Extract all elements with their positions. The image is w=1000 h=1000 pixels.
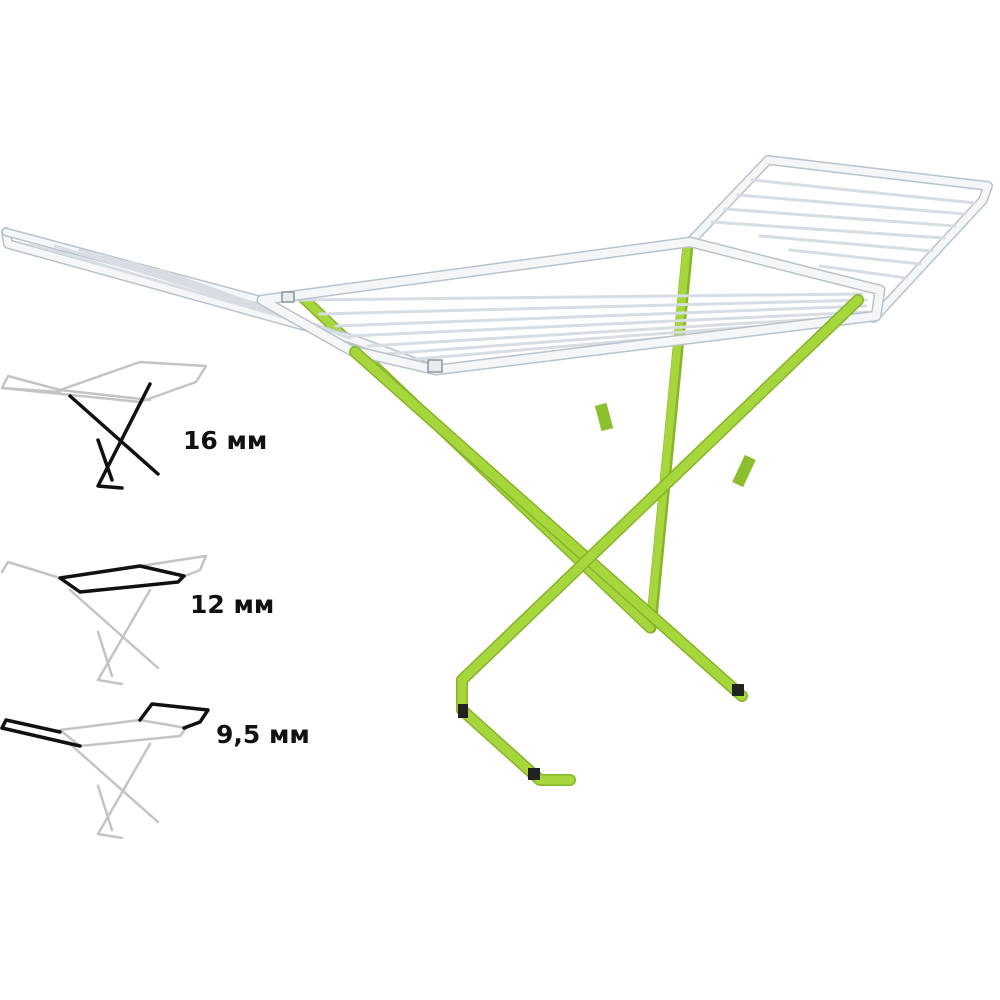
dryer-legs-front (349, 294, 864, 786)
dryer-legs-back (294, 239, 694, 634)
dimension-label-12mm: 12 мм (190, 590, 275, 619)
diagram-12mm (0, 554, 208, 686)
diagram-95mm (0, 702, 210, 840)
clothes-dryer (1, 155, 993, 786)
dryer-right-wing (685, 155, 993, 323)
dryer-left-wing (1, 227, 441, 375)
diagram-16mm (0, 360, 208, 490)
dimension-label-9-5mm: 9,5 мм (216, 720, 310, 749)
dimension-label-16mm: 16 мм (183, 426, 268, 455)
